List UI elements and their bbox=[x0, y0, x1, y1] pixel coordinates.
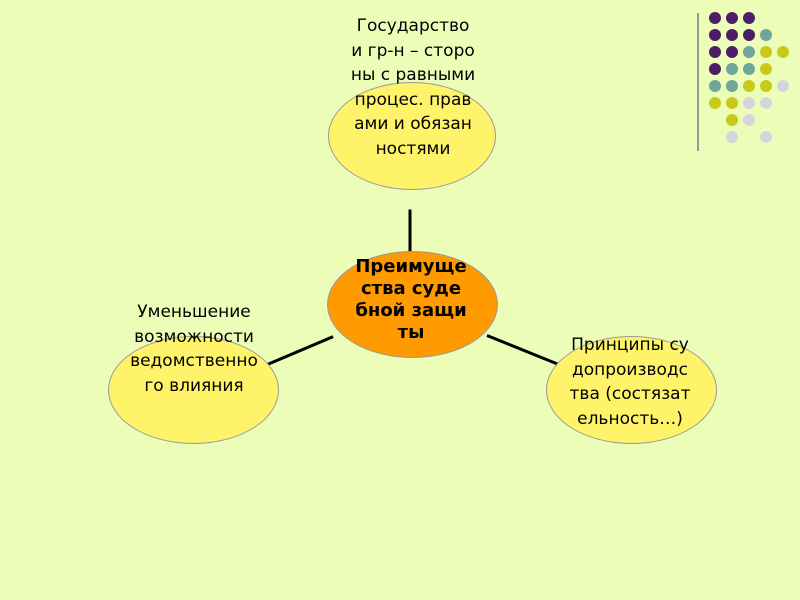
node-center-ellipse bbox=[327, 251, 498, 358]
decorative-dot bbox=[743, 114, 755, 126]
decorative-vertical-line bbox=[697, 13, 699, 151]
node-top-ellipse bbox=[328, 82, 496, 190]
decorative-dot bbox=[726, 29, 738, 41]
decorative-dot bbox=[726, 131, 738, 143]
decorative-dot bbox=[743, 97, 755, 109]
decorative-dot bbox=[760, 97, 772, 109]
decorative-dot bbox=[760, 29, 772, 41]
decorative-dot bbox=[726, 114, 738, 126]
decorative-dot bbox=[760, 80, 772, 92]
decorative-dot bbox=[709, 29, 721, 41]
decorative-dot bbox=[726, 46, 738, 58]
decorative-dot bbox=[709, 63, 721, 75]
connector-center-left bbox=[264, 335, 334, 367]
node-right-ellipse bbox=[546, 336, 717, 444]
decorative-dot bbox=[709, 12, 721, 24]
decorative-dot bbox=[743, 46, 755, 58]
decorative-dot bbox=[777, 46, 789, 58]
decorative-dot bbox=[726, 97, 738, 109]
node-left-label: Уменьшение возможности ведомственного вл… bbox=[130, 302, 258, 396]
decorative-dot bbox=[709, 46, 721, 58]
decorative-dot bbox=[726, 63, 738, 75]
node-left-ellipse bbox=[108, 336, 279, 444]
decorative-dot bbox=[743, 80, 755, 92]
decorative-dot bbox=[726, 80, 738, 92]
decorative-dot bbox=[760, 46, 772, 58]
decorative-dot bbox=[760, 63, 772, 75]
node-right-label: Принципы судопроизводства (состязательно… bbox=[569, 335, 691, 429]
decorative-dot bbox=[777, 80, 789, 92]
decorative-dot bbox=[760, 131, 772, 143]
decorative-dot bbox=[709, 80, 721, 92]
decorative-dot bbox=[743, 12, 755, 24]
decorative-dot bbox=[709, 97, 721, 109]
decorative-dot bbox=[726, 12, 738, 24]
connector-center-right bbox=[486, 334, 559, 366]
decorative-dot bbox=[743, 29, 755, 41]
decorative-dot bbox=[743, 63, 755, 75]
node-center-label: Преимущества судебной защиты bbox=[355, 256, 467, 343]
node-top-label: Государство и гр-н – стороны с равными п… bbox=[350, 16, 476, 159]
